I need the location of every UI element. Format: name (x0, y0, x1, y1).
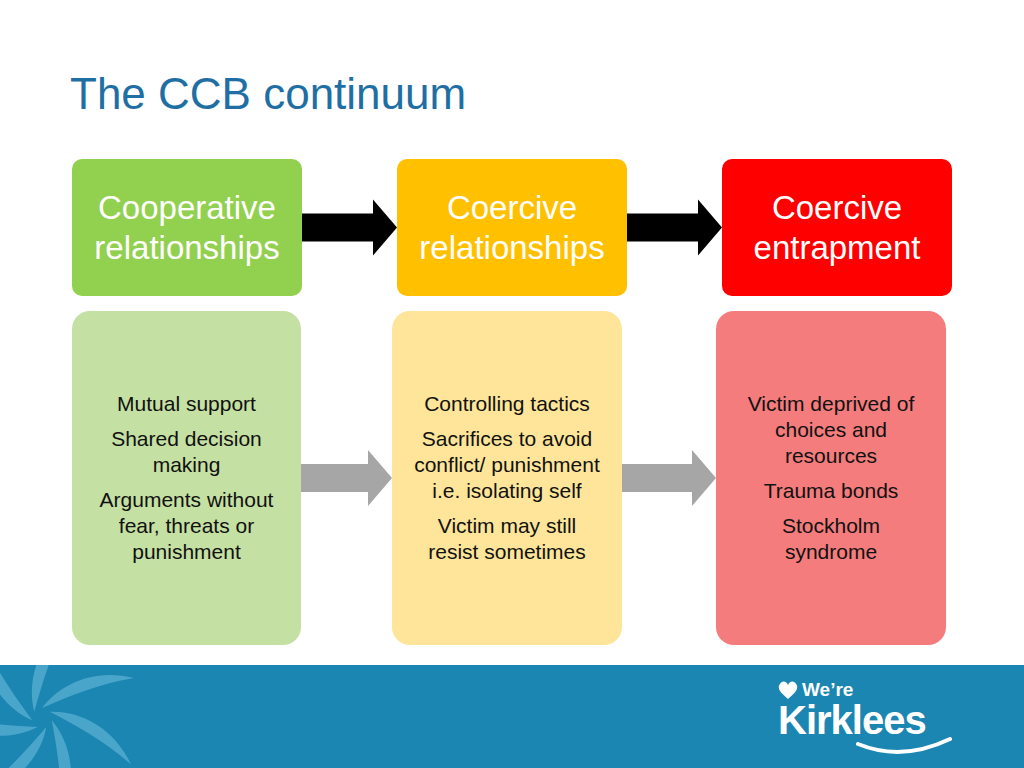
block-arrow (301, 450, 392, 506)
detail-text: Victim deprived of choices and resources (736, 391, 926, 469)
logo-text: We’re (802, 679, 853, 701)
stage-header: Coercive entrapment (722, 159, 952, 296)
block-arrow (302, 200, 397, 256)
detail-text: Shared decision making (92, 426, 281, 478)
stage-header: Coercive relationships (397, 159, 627, 296)
footer-band (0, 665, 1024, 768)
detail-text: Trauma bonds (764, 478, 899, 504)
heart-symbol (779, 682, 797, 699)
slide-title: The CCB continuum (70, 68, 466, 120)
block-arrow (627, 200, 722, 256)
block-arrow (622, 450, 716, 506)
header-text: Cooperative relationships (80, 188, 294, 268)
detail-text: Controlling tactics (424, 391, 590, 417)
stage-details: Mutual supportShared decision makingArgu… (72, 311, 301, 645)
detail-text: Mutual support (117, 391, 256, 417)
stage-header: Cooperative relationships (72, 159, 302, 296)
header-text: Coercive relationships (405, 188, 619, 268)
detail-text: Sacrifices to avoid conflict/ punishment… (412, 426, 602, 504)
header-text: Coercive entrapment (730, 188, 944, 268)
stage-details: Victim deprived of choices and resources… (716, 311, 946, 645)
logo-text: Kirklees (778, 698, 926, 743)
swirl-blade (0, 665, 32, 728)
swirl-logo (0, 665, 134, 768)
detail-text: Arguments without fear, threats or punis… (92, 487, 281, 565)
detail-text: Stockholm syndrome (736, 513, 926, 565)
stage-details: Controlling tacticsSacrifices to avoid c… (392, 311, 622, 645)
swirl-blade (9, 665, 93, 712)
swirl-blade (42, 675, 134, 708)
detail-text: Victim may still resist sometimes (412, 513, 602, 565)
